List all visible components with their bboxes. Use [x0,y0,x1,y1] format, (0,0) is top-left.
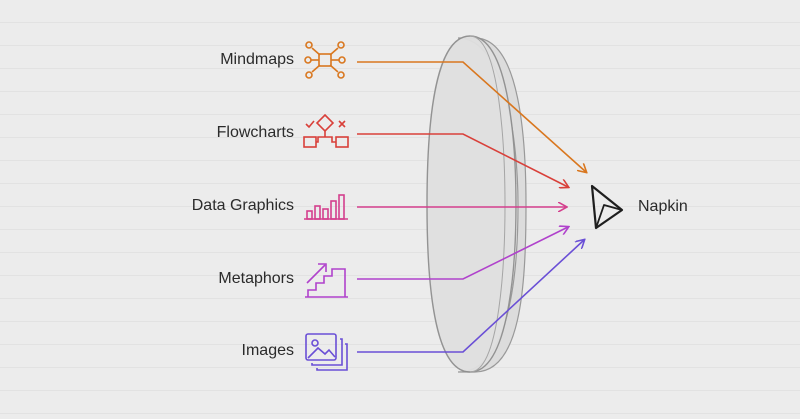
source-label-metaphors: Metaphors [218,270,294,287]
flowchart-icon [303,113,349,148]
bar-chart-icon [304,194,348,220]
source-label-data-graphics: Data Graphics [191,197,294,214]
flowcharts-arrow [357,133,568,187]
source-label-images: Images [241,342,294,359]
mindmaps-arrow [357,61,586,172]
target-label: Napkin [638,198,688,215]
napkin-logo-icon [590,184,624,230]
mindmap-icon [304,41,346,79]
stairs-icon [305,263,348,298]
images-arrow [357,240,584,353]
lens-icon [426,35,527,373]
image-icon [305,333,348,371]
metaphors-arrow [357,227,568,280]
source-label-flowcharts: Flowcharts [216,124,294,141]
source-label-mindmaps: Mindmaps [220,51,294,68]
